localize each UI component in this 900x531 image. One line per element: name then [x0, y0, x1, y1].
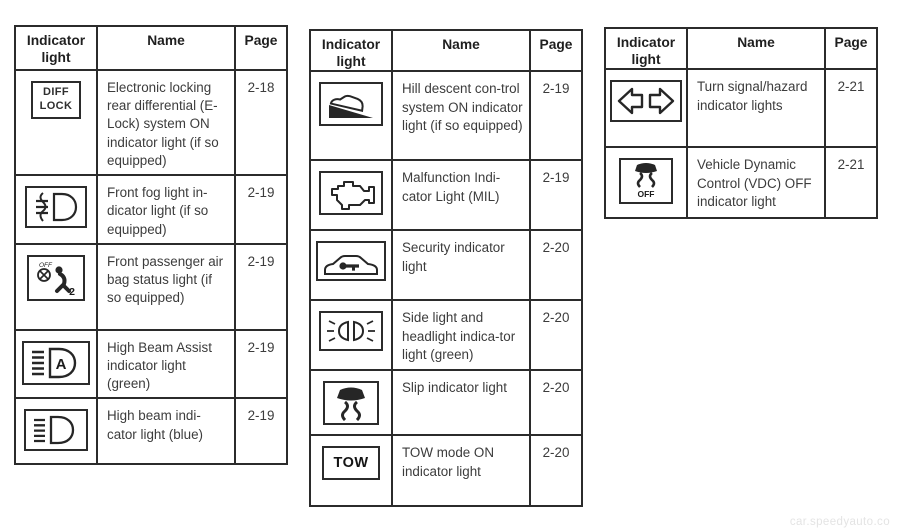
diff-lock-label: DIFF LOCK [39, 86, 73, 112]
page-ref: 2-19 [529, 159, 583, 232]
airbag-2-label: 2 [69, 286, 75, 297]
diff-lock-icon: DIFF LOCK [30, 81, 82, 119]
turn-signal-hazard-icon [610, 80, 682, 123]
page-ref: 2-20 [529, 369, 583, 437]
header-name: Name [96, 25, 236, 71]
indicator-name: Turn signal/hazard indicator lights [686, 68, 826, 149]
indicator-name: TOW mode ON indicator light [391, 434, 531, 508]
header-indicator-light: Indicator light [14, 25, 98, 71]
table-row: Malfunction Indi-cator Light (MIL) 2-19 [309, 159, 583, 232]
indicator-name: Malfunction Indi-cator Light (MIL) [391, 159, 531, 232]
indicator-cell [309, 70, 393, 162]
table-row: TOW TOW mode ON indicator light 2-20 [309, 434, 583, 508]
indicator-name: Front passenger air bag status light (if… [96, 242, 236, 331]
indicator-cell [309, 299, 393, 372]
indicator-cell: DIFF LOCK [14, 68, 98, 177]
table-row: Slip indicator light 2-20 [309, 369, 583, 437]
indicator-name: Security indicator light [391, 229, 531, 302]
indicator-cell [604, 68, 688, 149]
header-indicator-light: Indicator light [604, 26, 688, 71]
table-row: Front fog light in-dicator light (if so … [14, 174, 288, 245]
table-row: A High Beam Assist indicator light (gree… [14, 328, 288, 400]
page-ref: 2-20 [529, 229, 583, 302]
table-row: Hill descent con-trol system ON indicato… [309, 70, 583, 162]
indicator-name: Hill descent con-trol system ON indicato… [391, 70, 531, 162]
indicator-name: Side light and headlight indica-tor ligh… [391, 299, 531, 372]
page-ref: 2-18 [234, 68, 288, 177]
indicator-cell [309, 369, 393, 437]
table-row: Turn signal/hazard indicator lights 2-21 [604, 68, 878, 149]
indicator-name: High Beam Assist indicator light (green) [96, 328, 236, 400]
indicator-name: Front fog light in-dicator light (if so … [96, 174, 236, 245]
header-name: Name [686, 26, 826, 71]
tow-label: TOW [333, 455, 369, 472]
indicator-table-1: Indicator light Name Page DIFF LOCK Elec… [14, 25, 288, 466]
page-ref: 2-19 [234, 328, 288, 400]
indicator-name: Vehicle Dynamic Control (VDC) OFF indica… [686, 146, 826, 220]
page-ref: 2-21 [824, 146, 878, 220]
hill-descent-icon [319, 82, 383, 127]
indicator-table-2: Indicator light Name Page Hill descent c… [309, 28, 583, 508]
front-passenger-airbag-icon: OFF 2 [27, 254, 85, 301]
high-beam-assist-icon: A [22, 340, 90, 385]
slip-icon [323, 381, 379, 426]
vdc-off-icon: OFF [619, 158, 673, 205]
header-page: Page [824, 26, 878, 71]
front-fog-light-icon [25, 186, 87, 229]
vdc-off-label: OFF [638, 189, 655, 199]
header-page: Page [234, 25, 288, 71]
table-row: Security indicator light 2-20 [309, 229, 583, 302]
indicator-cell [14, 397, 98, 466]
high-beam-icon [24, 409, 88, 452]
table-row: OFF Vehicle Dynamic Control (VDC) OFF in… [604, 146, 878, 220]
table-row: DIFF LOCK Electronic locking rear differ… [14, 68, 288, 177]
page-ref: 2-19 [234, 174, 288, 245]
page-ref: 2-19 [234, 397, 288, 466]
header-name: Name [391, 28, 531, 73]
indicator-cell: TOW [309, 434, 393, 508]
indicator-cell [309, 159, 393, 232]
side-light-headlight-icon [319, 311, 383, 352]
header-row: Indicator light Name Page [309, 28, 583, 73]
page-ref: 2-20 [529, 299, 583, 372]
indicator-table-3: Indicator light Name Page Turn signal/ha… [604, 26, 878, 220]
page-ref: 2-19 [529, 70, 583, 162]
indicator-cell: OFF 2 [14, 242, 98, 331]
indicator-cell: OFF [604, 146, 688, 220]
indicator-cell [309, 229, 393, 302]
airbag-off-label: OFF [39, 262, 53, 269]
page-ref: 2-21 [824, 68, 878, 149]
header-indicator-light: Indicator light [309, 28, 393, 73]
security-icon [316, 241, 386, 282]
indicator-name: Electronic locking rear differential (E-… [96, 68, 236, 177]
table-row: OFF 2 Front passenger air bag status lig… [14, 242, 288, 331]
watermark: car.speedyauto.co [789, 516, 890, 528]
header-row: Indicator light Name Page [604, 26, 878, 71]
high-beam-assist-a-label: A [56, 356, 67, 373]
indicator-cell [14, 174, 98, 245]
tow-mode-icon: TOW [322, 446, 380, 481]
page-ref: 2-20 [529, 434, 583, 508]
indicator-name: High beam indi-cator light (blue) [96, 397, 236, 466]
table-row: Side light and headlight indica-tor ligh… [309, 299, 583, 372]
header-page: Page [529, 28, 583, 73]
indicator-cell: A [14, 328, 98, 400]
table-row: High beam indi-cator light (blue) 2-19 [14, 397, 288, 466]
header-row: Indicator light Name Page [14, 25, 288, 71]
malfunction-indicator-engine-icon [319, 171, 383, 216]
indicator-name: Slip indicator light [391, 369, 531, 437]
page-ref: 2-19 [234, 242, 288, 331]
